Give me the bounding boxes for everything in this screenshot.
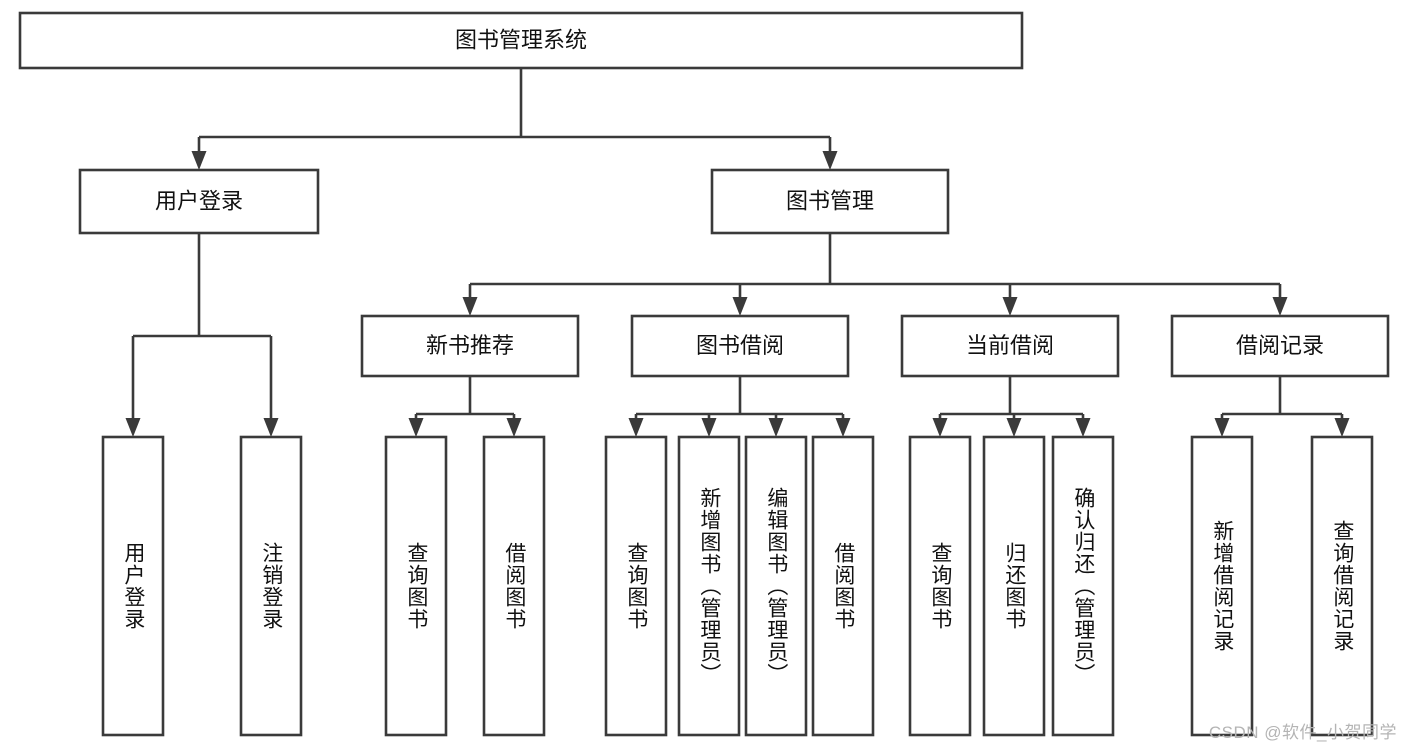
- arrowhead-book-borrow-to-leaf-borrow-book-2: [835, 418, 851, 437]
- leaf-leaf-borrow-book-2[interactable]: [811, 435, 875, 737]
- arrowhead-borrow-record-to-leaf-query-record: [1334, 418, 1350, 437]
- arrowhead-current-borrow-to-leaf-confirm-return: [1075, 418, 1091, 437]
- leaf-leaf-logout[interactable]: [239, 435, 303, 737]
- label-user-login: 用户登录: [155, 188, 243, 213]
- leaf-leaf-edit-book[interactable]: [744, 435, 808, 737]
- arrowhead-bookmgmt-to-borrow-record: [1272, 297, 1288, 316]
- leaf-leaf-borrow-book-1[interactable]: [482, 435, 546, 737]
- leaf-leaf-query-book-1[interactable]: [384, 435, 448, 737]
- node-current-borrow[interactable]: [900, 314, 1120, 378]
- node-root[interactable]: [18, 11, 1024, 70]
- leaf-leaf-user-login[interactable]: [101, 435, 165, 737]
- node-book-borrow[interactable]: [630, 314, 850, 378]
- node-book-management[interactable]: [710, 168, 950, 235]
- connector-edges: [125, 68, 1350, 437]
- arrowhead-book-borrow-to-leaf-edit-book: [768, 418, 784, 437]
- arrowhead-bookmgmt-to-current-borrow: [1002, 297, 1018, 316]
- leaf-leaf-query-record[interactable]: [1310, 435, 1374, 737]
- label-root: 图书管理系统: [455, 27, 587, 52]
- arrowhead-bookmgmt-to-book-borrow: [732, 297, 748, 316]
- node-user-login[interactable]: [78, 168, 320, 235]
- arrowhead-borrow-record-to-leaf-add-record: [1214, 418, 1230, 437]
- leaf-leaf-query-book-2[interactable]: [604, 435, 668, 737]
- leaf-leaf-add-book[interactable]: [677, 435, 741, 737]
- node-borrow-record[interactable]: [1170, 314, 1390, 378]
- arrowhead-root-to-user-login: [191, 151, 207, 170]
- label-current-borrow: 当前借阅: [966, 333, 1054, 358]
- arrowhead-user-login-to-leaf-logout: [263, 418, 279, 437]
- arrowhead-current-borrow-to-leaf-query-book-3: [932, 418, 948, 437]
- leaf-leaf-query-book-3[interactable]: [908, 435, 972, 737]
- leaf-leaf-return-book[interactable]: [982, 435, 1046, 737]
- arrowhead-current-borrow-to-leaf-return-book: [1006, 418, 1022, 437]
- arrowhead-book-borrow-to-leaf-query-book-2: [628, 418, 644, 437]
- arrowhead-user-login-to-leaf-user-login: [125, 418, 141, 437]
- leaf-leaf-add-record[interactable]: [1190, 435, 1254, 737]
- arrowhead-bookmgmt-to-new-book-recommend: [462, 297, 478, 316]
- label-new-book-recommend: 新书推荐: [426, 333, 514, 358]
- node-boxes: [18, 11, 1390, 737]
- arrowhead-book-borrow-to-leaf-add-book: [701, 418, 717, 437]
- label-borrow-record: 借阅记录: [1236, 333, 1324, 358]
- arrowhead-new-book-recommend-to-leaf-borrow-book-1: [506, 418, 522, 437]
- watermark-text: CSDN @软件_小贺同学: [1208, 723, 1397, 742]
- label-book-management: 图书管理: [786, 188, 874, 213]
- arrowhead-root-to-book-management: [822, 151, 838, 170]
- label-book-borrow: 图书借阅: [696, 333, 784, 358]
- leaf-leaf-confirm-return[interactable]: [1051, 435, 1115, 737]
- arrowhead-new-book-recommend-to-leaf-query-book-1: [408, 418, 424, 437]
- node-new-book-recommend[interactable]: [360, 314, 580, 378]
